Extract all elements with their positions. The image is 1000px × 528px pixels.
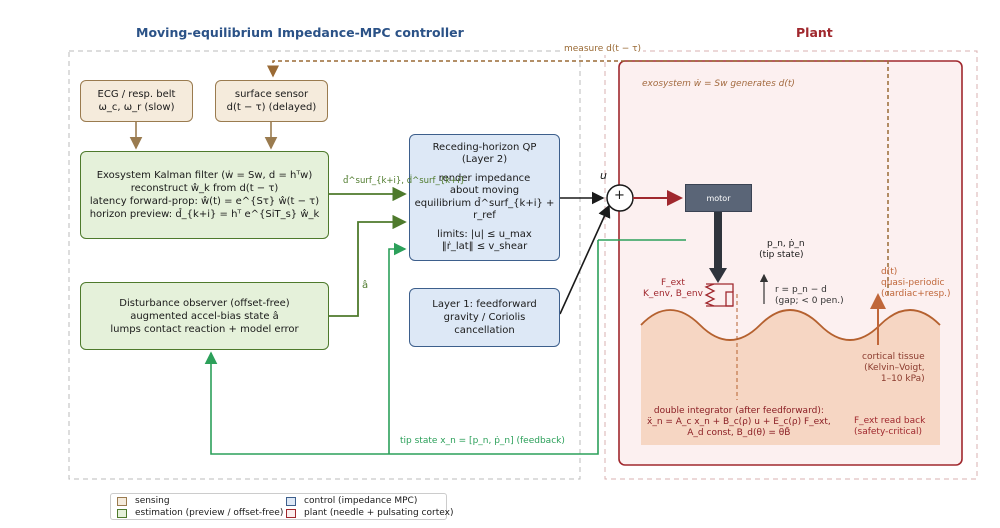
surface-sensor-box: surface sensor d(t − τ) (delayed) (215, 80, 328, 122)
qp-line-5: about moving (449, 185, 520, 196)
ff-line-2: gravity / Coriolis (443, 312, 526, 323)
feedback-to-qp (388, 242, 407, 454)
dob-line-3: lumps contact reaction + model error (110, 323, 299, 335)
needle-shaft (714, 212, 722, 268)
arrow-ff-sum (559, 204, 611, 315)
legend-item-control: control (impedance MPC) (286, 496, 417, 506)
legend-swatch-control (286, 496, 296, 506)
dyn-line-3: A_d const, B_d(θ) = θB̄ (687, 428, 791, 438)
arrow-dob-qp (329, 214, 407, 317)
tissue-surface (640, 309, 941, 341)
ecg-line-2: ω_c, ω_r (slow) (98, 102, 175, 113)
fext-env-label: F_ext K_env, B_env (643, 278, 703, 300)
controller-title: Moving-equilibrium Impedance-MPC control… (136, 25, 464, 40)
legend-label-control: control (impedance MPC) (304, 496, 418, 506)
kalman-line-2: reconstruct ŵ_k from d(t − τ) (130, 183, 279, 194)
summing-plus-sign: + (614, 188, 625, 203)
kalman-line-3: latency forward-prop: ŵ(t) = e^{Sτ} ŵ(t … (89, 196, 320, 207)
legend-swatch-sensing (117, 496, 127, 506)
gap-label: r = p_n − d (gap; < 0 pen.) (775, 285, 844, 307)
readback-line-2: (safety-critical) (854, 427, 923, 437)
dt-line-1: d(t) (881, 267, 898, 277)
disturbance-observer-box: Disturbance observer (offset-free) augme… (80, 282, 329, 350)
spring-damper-frame (706, 283, 734, 307)
qp-line-1: Receding-horizon QP (432, 141, 537, 153)
kalman-filter-box: Exosystem Kalman filter (ẇ = Sw, d = hᵀw… (80, 151, 329, 239)
legend-item-sensing: sensing (117, 496, 170, 506)
dyn-line-1: double integrator (after feedforward): (653, 406, 824, 416)
feedback-to-dob (204, 240, 599, 455)
control-input-label: u (600, 169, 607, 182)
plant-outer-frame (604, 50, 978, 480)
legend-label-sensing: sensing (135, 496, 170, 506)
qp-line-8: limits: |u| ≤ u_max (437, 228, 532, 240)
qp-line-6: equilibrium d̂^surf_{k+i} + r_ref (414, 197, 555, 222)
motor-block: motor (685, 184, 752, 212)
legend-item-plant: plant (needle + pulsating cortex) (286, 508, 453, 518)
controller-frame (68, 50, 581, 480)
feedback-label: tip state x_n = [p_n, ṗ_n] (feedback) (400, 436, 565, 446)
tissue-label: cortical tissue (Kelvin–Voigt, 1–10 kPa) (862, 352, 925, 385)
accel-bias-label: â (362, 280, 369, 291)
legend-swatch-plant (286, 508, 296, 518)
measure-line (267, 60, 889, 295)
preview-signal-label: d̂^surf_{k+i}, ḋ^surf_{k+i} (343, 176, 465, 186)
tip-state-line-2: (tip state) (759, 250, 804, 260)
dyn-line-2: ẍ_n = A_c x_n + B_c(ρ) u + E_c(ρ) F_ext, (647, 417, 831, 427)
ecg-resp-belt-box: ECG / resp. belt ω_c, ω_r (slow) (80, 80, 193, 122)
gap-line-2: (gap; < 0 pen.) (775, 296, 844, 306)
kalman-line-1: Exosystem Kalman filter (ẇ = Sw, d = hᵀw… (96, 170, 313, 181)
dt-line-3: (cardiac+resp.) (881, 289, 951, 299)
legend-swatch-estimation (117, 508, 127, 518)
legend-item-estimation: estimation (preview / offset-free) (117, 508, 283, 518)
tip-state-label: p_n, ṗ_n (tip state) (758, 239, 805, 261)
cortical-tissue (641, 310, 940, 445)
tip-state-line-1: p_n, ṗ_n (767, 239, 805, 249)
ff-line-3: cancellation (454, 325, 515, 336)
qp-line-4: render impedance (438, 172, 531, 184)
qp-line-9: ‖ṙ_lat‖ ≤ v_shear (441, 241, 528, 252)
surface-line-1: surface sensor (234, 89, 309, 100)
legend-label-plant: plant (needle + pulsating cortex) (304, 508, 454, 518)
tissue-line-2: (Kelvin–Voigt, (864, 363, 925, 373)
tissue-line-1: cortical tissue (862, 352, 925, 362)
dt-line-2: quasi-periodic (881, 278, 945, 288)
gap-line-1: r = p_n − d (775, 285, 827, 295)
feedforward-box: Layer 1: feedforward gravity / Coriolis … (409, 288, 560, 347)
measure-label: measure d(t − τ) (562, 44, 644, 55)
fext-line-2: K_env, B_env (643, 289, 703, 299)
fext-line-1: F_ext (661, 278, 685, 288)
surface-line-2: d(t − τ) (delayed) (226, 102, 317, 113)
exosystem-label: exosystem ẇ = Sw generates d(t) (642, 79, 795, 89)
kalman-line-4: horizon preview: d̂_{k+i} = hᵀ e^{SiT_s}… (89, 209, 320, 220)
qp-line-2: (Layer 2) (461, 154, 508, 165)
fext-readback-label: F_ext read back (safety-critical) (854, 416, 925, 438)
readback-line-1: F_ext read back (854, 416, 926, 426)
disturbance-dt-label: d(t) quasi-periodic (cardiac+resp.) (881, 267, 951, 300)
legend-label-estimation: estimation (preview / offset-free) (135, 508, 284, 518)
dynamics-label: double integrator (after feedforward): ẍ… (647, 406, 831, 439)
dob-line-2: augmented accel-bias state â (130, 310, 279, 322)
spring-icon (704, 283, 716, 307)
ecg-line-1: ECG / resp. belt (97, 89, 176, 100)
tissue-line-3: 1–10 kPa) (880, 374, 925, 384)
plant-title: Plant (796, 25, 833, 40)
legend: sensing estimation (preview / offset-fre… (110, 493, 453, 520)
receding-horizon-qp-box: Receding-horizon QP (Layer 2) render imp… (409, 134, 560, 261)
dob-line-1: Disturbance observer (offset-free) (119, 297, 290, 309)
needle-tip-icon (709, 268, 727, 283)
ff-line-1: Layer 1: feedforward (432, 299, 537, 310)
